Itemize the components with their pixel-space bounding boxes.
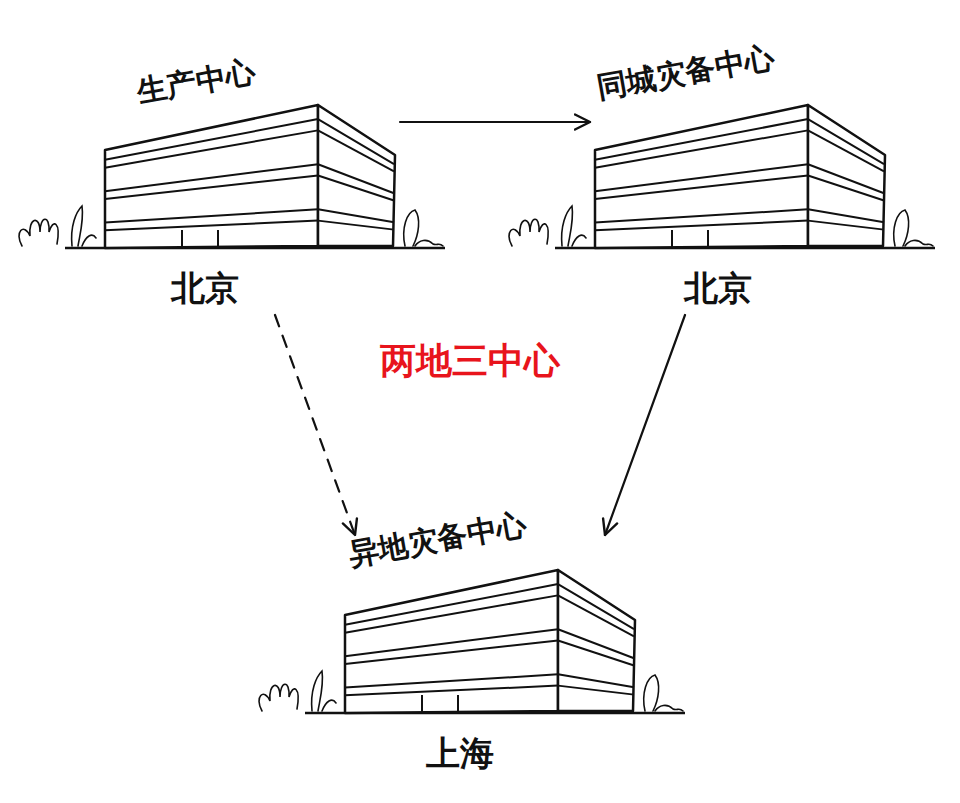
building-front [345,570,558,713]
building-side [318,105,395,246]
replication-arrow [275,315,355,535]
floor-line [345,595,558,632]
floor-line [318,176,394,201]
door-mark [181,230,183,248]
replication-arrow [400,121,590,123]
floor-line [345,686,558,696]
plant-doodle [259,684,298,711]
floor-line [105,221,318,231]
data-center-building: 生产中心北京 [100,70,400,315]
floor-line [345,584,558,625]
plant-doodle [404,210,443,246]
floor-line [105,119,318,160]
floor-line [558,595,634,636]
building-side [558,570,635,711]
door-mark [421,695,423,713]
door-mark [457,695,459,713]
floor-line [808,209,884,222]
floor-line [558,686,634,695]
floor-line [105,130,318,167]
floor-line [105,176,318,200]
floor-line [595,176,808,200]
city-name: 上海 [426,733,494,773]
floor-line [558,641,634,666]
plant-doodle [72,206,96,246]
city-name: 北京 [171,268,239,308]
floor-line [595,130,808,167]
center-name: 生产中心 [134,54,258,110]
architecture-title: 两地三中心 [376,340,564,382]
floor-line [318,221,394,230]
floor-line [345,674,558,687]
plant-doodle [644,675,683,711]
center-name: 异地灾备中心 [346,506,530,573]
center-name: 同城灾备中心 [594,39,778,106]
floor-line [558,584,634,629]
floor-line [808,119,884,164]
plant-doodle [509,219,548,246]
building-illustration [259,570,685,713]
plant-doodle [19,219,58,246]
plant-doodle [894,210,933,246]
replication-arrow [605,315,685,535]
building-illustration [509,105,935,248]
floor-line [808,221,884,230]
floor-line [808,176,884,201]
plant-doodle [562,206,586,246]
door-mark [217,230,219,248]
building-front [105,105,318,248]
building-front [595,105,808,248]
plant-doodle [312,671,336,711]
door-mark [707,230,709,248]
floor-line [808,130,884,171]
floor-line [595,209,808,222]
floor-line [318,209,394,222]
floor-line [318,130,394,171]
data-center-building: 异地灾备中心上海 [340,535,640,780]
floor-line [558,674,634,687]
floor-line [105,209,318,222]
door-mark [671,230,673,248]
building-side [808,105,885,246]
floor-line [595,119,808,160]
floor-line [345,641,558,665]
floor-line [318,119,394,164]
city-name: 北京 [684,268,752,308]
floor-line [595,221,808,231]
data-center-building: 同城灾备中心北京 [590,70,895,315]
building-illustration [19,105,445,248]
